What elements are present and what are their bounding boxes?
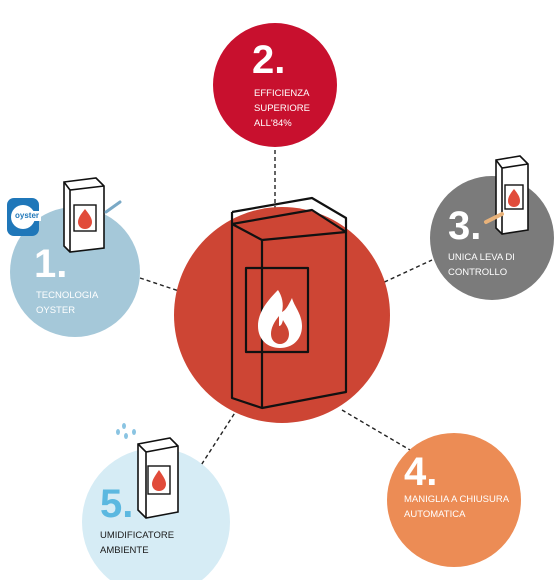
- connector-to-feature-3: [377, 259, 433, 286]
- mini-stove-5: [137, 437, 179, 519]
- feature-4-circle: [387, 433, 521, 567]
- feature-5-number: 5.: [100, 482, 134, 526]
- feature-1-label: TECNOLOGIA OYSTER: [36, 290, 99, 316]
- oyster-logo-icon: oyster: [7, 198, 42, 236]
- flame-icon: [508, 189, 520, 207]
- mini-stove-1: [63, 177, 122, 253]
- water-drops-icon: [116, 423, 136, 439]
- feature-2-label: EFFICIENZA SUPERIORE ALL'84%: [254, 88, 310, 129]
- feature-4-number: 4.: [404, 450, 438, 494]
- mini-stove-3: [484, 155, 529, 235]
- connector-to-feature-5: [197, 407, 239, 471]
- connector-to-feature-4: [341, 409, 411, 451]
- flame-icon: [152, 470, 166, 491]
- connector-lines: [139, 150, 433, 471]
- feature-3-number: 3.: [448, 204, 482, 248]
- flame-icon: [258, 290, 302, 348]
- flame-icon: [78, 209, 92, 229]
- feature-5-label: UMIDIFICATORE AMBIENTE: [100, 530, 175, 556]
- feature-2-number: 2.: [252, 38, 286, 82]
- connector-to-feature-1: [139, 277, 183, 293]
- feature-2-circle: [213, 23, 337, 147]
- stove-icon: [230, 196, 348, 410]
- feature-4-label: MANIGLIA A CHIUSURA AUTOMATICA: [404, 494, 510, 520]
- feature-1-circle: [10, 207, 140, 337]
- feature-3-label: UNICA LEVA DI CONTROLLO: [448, 252, 515, 278]
- feature-1-number: 1.: [34, 242, 68, 286]
- oyster-logo-text: oyster: [15, 211, 42, 221]
